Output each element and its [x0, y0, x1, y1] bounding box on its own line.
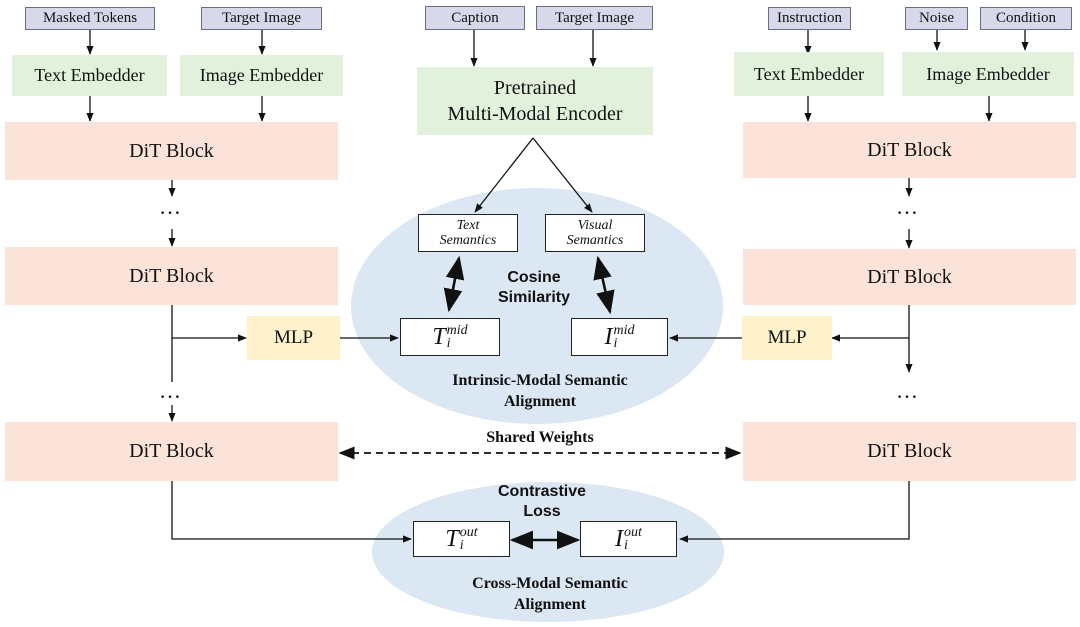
text-semantics-line2: Semantics [439, 233, 497, 248]
cosine-line2: Similarity [497, 289, 571, 306]
right-ellipsis-2: … [896, 378, 919, 403]
cross-line1: Cross-Modal Semantic [472, 575, 628, 592]
line-encoder-split-left [474, 137, 534, 213]
input-masked-tokens: Masked Tokens [25, 7, 155, 30]
tout-sup: out [459, 525, 478, 540]
encoder-label-line1: Pretrained [493, 77, 577, 99]
contrastive-line2: Loss [523, 503, 561, 520]
left-ellipsis-2: … [159, 378, 182, 403]
right-dit-block-2: DiT Block [743, 249, 1076, 305]
left-dit-block-2: DiT Block [5, 247, 338, 305]
intrinsic-line1: Intrinsic-Modal Semantic [452, 372, 628, 389]
visual-semantics-line2: Semantics [566, 233, 624, 248]
text-semantics-box: Text Semantics [418, 214, 518, 252]
input-instruction: Instruction [768, 7, 851, 30]
iout-base: I [615, 525, 624, 552]
cross-line2: Alignment [514, 596, 586, 613]
line-right-dit3-to-iout [679, 481, 910, 543]
right-mlp: MLP [742, 316, 832, 360]
iout-sup: out [624, 525, 642, 540]
cosine-arrow-text [443, 255, 465, 313]
tmid-sup: mid [446, 323, 468, 338]
imid-sup: mid [613, 323, 635, 338]
right-text-embedder: Text Embedder [734, 52, 884, 96]
input-caption: Caption [425, 6, 525, 30]
left-image-embedder: Image Embedder [180, 55, 343, 96]
contrastive-line1: Contrastive [497, 483, 587, 500]
intrinsic-line2: Alignment [504, 393, 576, 410]
cosine-similarity-label: Cosine Similarity [474, 268, 594, 308]
cosine-arrow-visual [593, 255, 615, 315]
tout-base: T [445, 525, 459, 552]
right-dit-block-1: DiT Block [743, 122, 1076, 178]
left-ellipsis-1: … [159, 194, 182, 219]
cosine-line1: Cosine [507, 269, 561, 286]
contrastive-loss-label: Contrastive Loss [482, 482, 602, 522]
cross-alignment-region [372, 482, 724, 622]
right-image-embedder: Image Embedder [902, 52, 1074, 96]
right-dit-block-3: DiT Block [743, 422, 1076, 481]
visual-semantics-line1: Visual [577, 218, 613, 233]
left-text-embedder: Text Embedder [12, 55, 167, 96]
input-target-image-left: Target Image [201, 7, 322, 30]
encoder-label-line2: Multi-Modal Encoder [447, 103, 623, 125]
imid-base: I [604, 323, 613, 350]
tmid-base: T [432, 323, 446, 350]
iout-sub: i [624, 538, 628, 553]
left-mlp: MLP [247, 316, 340, 360]
input-target-image-center: Target Image [536, 6, 653, 30]
tout-sub: i [459, 538, 464, 553]
intrinsic-alignment-label: Intrinsic-Modal Semantic Alignment [400, 370, 680, 412]
imid-sub: i [613, 336, 618, 351]
tmid-sub: i [446, 336, 451, 351]
right-ellipsis-1: … [896, 194, 919, 219]
visual-semantics-box: Visual Semantics [545, 214, 645, 252]
input-condition: Condition [980, 7, 1072, 30]
text-semantics-line1: Text [456, 218, 480, 233]
left-dit-block-3: DiT Block [5, 422, 338, 481]
pretrained-multimodal-encoder: Pretrained Multi-Modal Encoder [417, 67, 653, 135]
line-encoder-split-right [532, 137, 593, 213]
left-dit-block-1: DiT Block [5, 122, 338, 180]
input-noise: Noise [905, 7, 968, 30]
line-left-dit3-to-tout [171, 481, 412, 543]
cross-alignment-label: Cross-Modal Semantic Alignment [410, 573, 690, 615]
shared-weights-label: Shared Weights [486, 429, 594, 446]
